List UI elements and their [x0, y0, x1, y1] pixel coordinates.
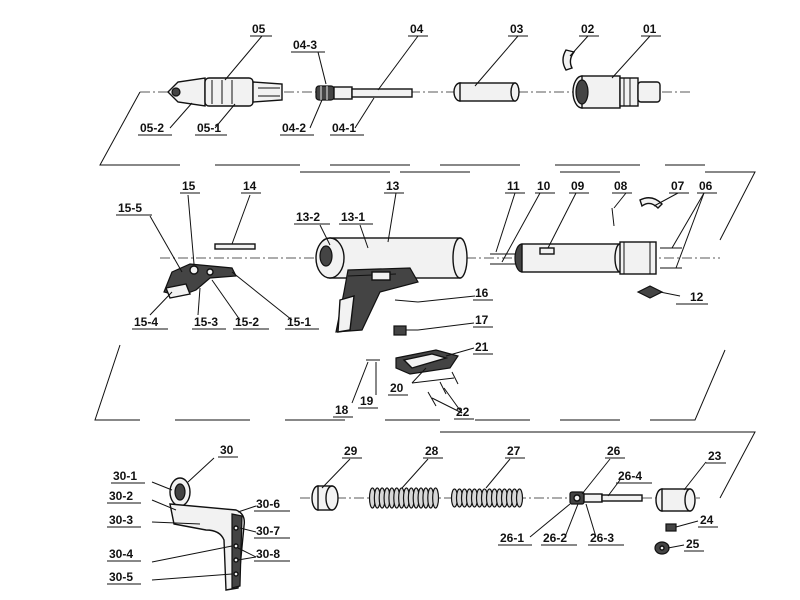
label-15-1: 15-1 — [287, 315, 311, 329]
label-10: 10 — [537, 179, 551, 193]
spring-coil — [515, 488, 524, 508]
label-26-3: 26-3 — [590, 531, 614, 545]
label-07: 07 — [671, 179, 685, 193]
label-05: 05 — [252, 22, 266, 36]
part-14-pin — [214, 243, 256, 250]
label-30-7: 30-7 — [256, 524, 280, 538]
label-01: 01 — [643, 22, 657, 36]
part-21-plate — [395, 349, 459, 375]
part-09-barrel — [514, 243, 626, 273]
label-15-3: 15-3 — [194, 315, 218, 329]
part-16-screw — [394, 299, 419, 303]
label-06: 06 — [699, 179, 713, 193]
label-14: 14 — [243, 179, 257, 193]
label-29: 29 — [344, 444, 358, 458]
part-28-spring — [368, 487, 440, 509]
label-13-2: 13-2 — [296, 210, 320, 224]
part-29-cap — [311, 485, 339, 511]
label-30-1: 30-1 — [113, 469, 137, 483]
label-03: 03 — [510, 22, 524, 36]
part-24-spring — [665, 523, 677, 532]
label-19: 19 — [360, 394, 374, 408]
row2-group: 14 15 15-5 13-2 13-1 13 15-4 15-3 15-2 1… — [94, 171, 756, 421]
label-13-1: 13-1 — [341, 210, 365, 224]
label-30-2: 30-2 — [109, 489, 133, 503]
label-23: 23 — [708, 449, 722, 463]
label-27: 27 — [507, 444, 521, 458]
part-05-nozzle — [167, 77, 283, 107]
part-04-shaft — [315, 85, 413, 101]
label-24: 24 — [700, 513, 714, 527]
part-07-ring — [639, 197, 663, 209]
label-04: 04 — [410, 22, 424, 36]
part-23-endcap — [655, 488, 696, 512]
label-05-1: 05-1 — [197, 121, 221, 135]
label-08: 08 — [614, 179, 628, 193]
part-12-nut — [636, 285, 664, 299]
label-26-4: 26-4 — [618, 469, 642, 483]
part-03-sleeve — [453, 82, 520, 102]
label-15: 15 — [182, 179, 196, 193]
part-22-screw — [427, 391, 437, 407]
label-30-8: 30-8 — [256, 547, 280, 561]
label-20: 20 — [390, 381, 404, 395]
label-09: 09 — [571, 179, 585, 193]
label-22: 22 — [456, 405, 470, 419]
label-26-1: 26-1 — [500, 531, 524, 545]
row3-group: 30 30-1 30-2 30-3 30-4 30-5 30-6 30-7 30… — [107, 431, 756, 591]
label-12: 12 — [690, 290, 704, 304]
part-26-piston — [569, 491, 643, 505]
part-27-spring — [450, 488, 524, 508]
label-15-5: 15-5 — [118, 201, 142, 215]
label-02: 02 — [581, 22, 595, 36]
label-30-3: 30-3 — [109, 513, 133, 527]
label-26: 26 — [607, 444, 621, 458]
part-25-nut — [654, 541, 670, 555]
label-26-2: 26-2 — [543, 531, 567, 545]
part-20-screw — [451, 371, 459, 385]
label-04-2: 04-2 — [282, 121, 306, 135]
part-08-pin — [611, 207, 615, 227]
label-30: 30 — [220, 443, 234, 457]
label-04-3: 04-3 — [293, 38, 317, 52]
label-16: 16 — [475, 286, 489, 300]
label-30-6: 30-6 — [256, 497, 280, 511]
part-30-handle — [169, 477, 246, 591]
label-21: 21 — [475, 340, 489, 354]
label-13: 13 — [386, 179, 400, 193]
label-05-2: 05-2 — [140, 121, 164, 135]
label-17: 17 — [475, 313, 489, 327]
label-30-4: 30-4 — [109, 547, 133, 561]
part-06-collar — [619, 241, 682, 275]
label-15-2: 15-2 — [235, 315, 259, 329]
part-22-screw — [439, 381, 447, 395]
row1-group: 05 05-2 05-1 04-3 04 04-2 04-1 03 02 01 — [99, 22, 705, 166]
label-28: 28 — [425, 444, 439, 458]
row1-boundary-left — [99, 91, 180, 166]
label-15-4: 15-4 — [134, 315, 158, 329]
spring-coil — [432, 487, 440, 509]
label-30-5: 30-5 — [109, 570, 133, 584]
label-25: 25 — [686, 537, 700, 551]
label-11: 11 — [507, 179, 520, 193]
part-17-screw — [393, 325, 418, 336]
label-18: 18 — [335, 403, 349, 417]
part-01-barrel — [572, 75, 661, 109]
part-13-housing — [315, 237, 468, 333]
label-04-1: 04-1 — [332, 121, 356, 135]
